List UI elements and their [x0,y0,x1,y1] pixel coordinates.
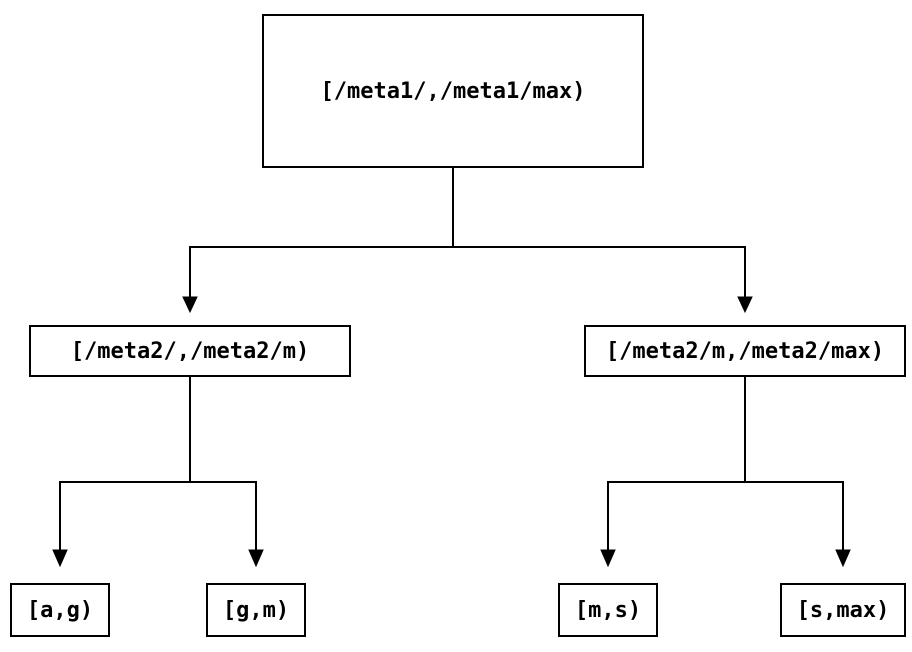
node-leaf-a-g: [a,g) [10,583,110,637]
node-leaf-s-max: [s,max) [780,583,906,637]
node-leaf-a-g-label: [a,g) [26,597,94,623]
edge-meta2-low-to-leaf-ag [52,481,68,568]
node-leaf-g-m-label: [g,m) [222,597,290,623]
arrowhead-down-icon [600,549,616,568]
node-meta2-high-label: [/meta2/m,/meta2/max) [605,338,885,364]
node-meta2-low: [/meta2/,/meta2/m) [29,325,351,377]
edge-meta2-high-to-leaf-ms [600,481,616,568]
node-leaf-g-m: [g,m) [206,583,306,637]
arrowhead-down-icon [835,549,851,568]
arrowhead-down-icon [182,296,198,314]
node-meta2-high: [/meta2/m,/meta2/max) [584,325,906,377]
edge-meta2-high-to-leaf-smax [835,481,851,568]
edge-root-to-meta2-low [182,246,198,314]
node-leaf-s-max-label: [s,max) [796,597,890,623]
arrowhead-down-icon [737,296,753,314]
node-leaf-m-s-label: [m,s) [574,597,642,623]
node-leaf-m-s: [m,s) [558,583,658,637]
arrowhead-down-icon [52,549,68,568]
node-root: [/meta1/,/meta1/max) [262,14,644,168]
arrowhead-down-icon [248,549,264,568]
edge-root-to-meta2-high [737,246,753,314]
node-root-label: [/meta1/,/meta1/max) [320,78,586,104]
node-meta2-low-label: [/meta2/,/meta2/m) [70,338,310,364]
edge-meta2-low-to-leaf-gm [248,481,264,568]
